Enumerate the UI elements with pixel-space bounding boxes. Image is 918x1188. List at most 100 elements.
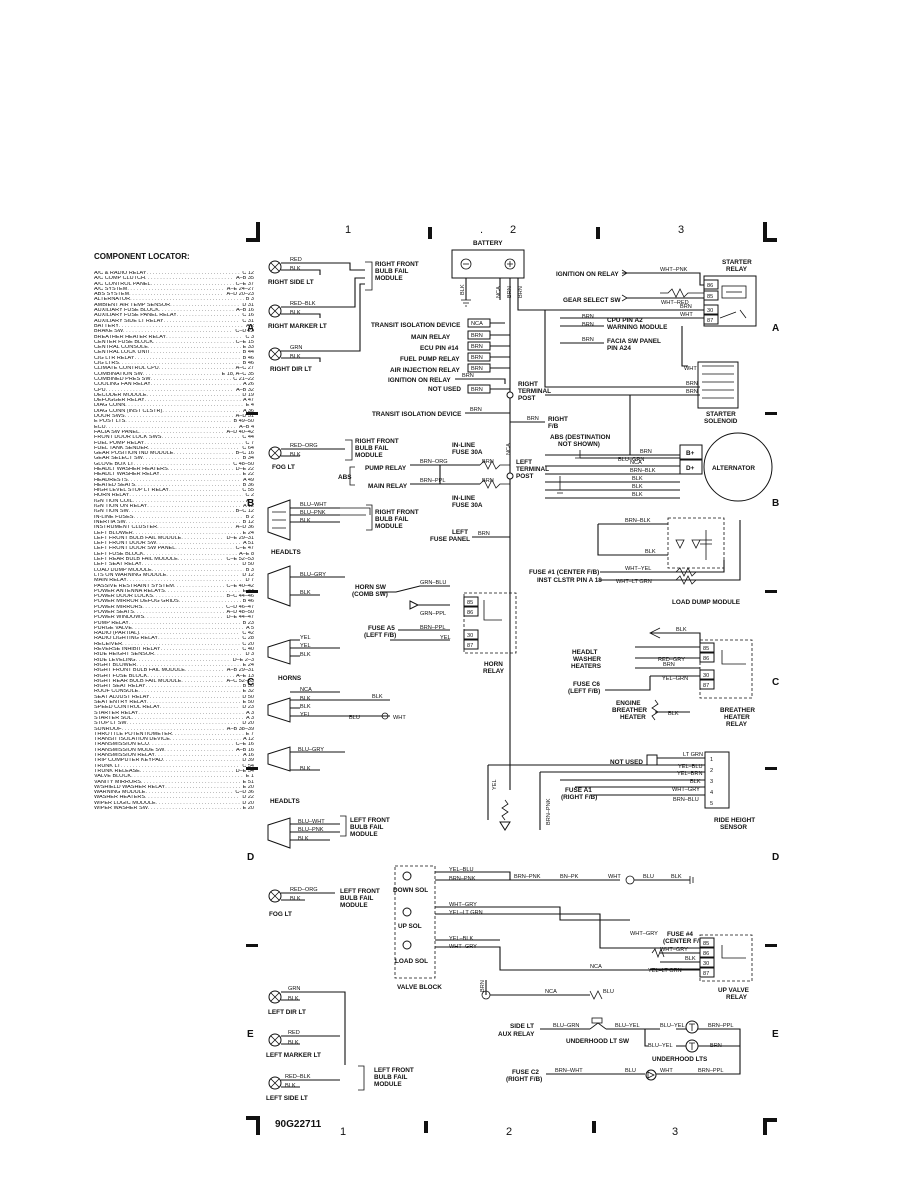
wire-blk: BLK xyxy=(671,874,682,880)
fog-lt-2-label: FOG LT xyxy=(269,911,292,918)
wire-wht-red: WHT–RED xyxy=(661,300,689,306)
wire-yel-brn: YEL–BRN xyxy=(677,771,703,777)
wire-wht-pnk: WHT–PNK xyxy=(660,267,688,273)
locator-entry-name: LEFT BLOWER xyxy=(94,530,133,536)
locator-entry: RIGHT BLOWERE 24 xyxy=(94,663,254,668)
horn-relay-1: HORN xyxy=(484,661,503,668)
svg-text:3: 3 xyxy=(710,779,713,785)
locator-entry-name: HEADLT WASHER RELAY xyxy=(94,472,160,478)
horn-icon xyxy=(267,639,291,665)
locator-entry-ref: C–D 36 xyxy=(235,790,254,796)
right-side-lt-label: RIGHT SIDE LT xyxy=(268,279,314,286)
wire-brn: BRN xyxy=(507,286,513,298)
locator-entry-name: RIGHT FUSE BLOCK xyxy=(94,673,148,679)
locator-entry-ref: A–D 36 xyxy=(235,525,254,531)
locator-entry: ECUA–B 4 xyxy=(94,425,254,430)
locator-entry-ref: A 12 xyxy=(242,504,254,510)
locator-entry: ABS SYSTEMA–D 20–23 xyxy=(94,292,254,297)
right-fb-2: F/B xyxy=(548,423,559,430)
row-label-left-b: B xyxy=(247,498,254,509)
locator-entry-ref: B 44 xyxy=(242,350,254,356)
locator-entry: SEAT ADJUST RELAY D 50 xyxy=(94,695,254,700)
locator-entry: POWER MIRROR DEFOG GRIDSB 46 xyxy=(94,599,254,604)
rf-bulb-fail-label-2: BULB FAIL xyxy=(375,516,408,523)
wire-wht: WHT xyxy=(660,1068,673,1074)
locator-entry-name: HORN RELAY xyxy=(94,493,130,499)
row-label-left-d: D xyxy=(247,852,254,863)
locator-entry-ref: C–E 15 xyxy=(235,339,254,345)
rf-bulb-fail-label-3: MODULE xyxy=(355,452,383,459)
svg-text:86: 86 xyxy=(703,656,709,662)
locator-entry: BATTERYA 2 xyxy=(94,324,254,329)
left-side-lt-label: LEFT SIDE LT xyxy=(266,1095,308,1102)
breather-relay-1: BREATHER xyxy=(720,707,755,714)
locator-entry: LEFT BLOWER E 24 xyxy=(94,531,254,536)
locator-entry-name: WIPER WASHER SW xyxy=(94,805,148,811)
locator-entry: FACIA SW PANELA–D 40–42 xyxy=(94,430,254,435)
wire-red-gry: RED–GRY xyxy=(658,657,685,663)
locator-entry: WARNING MODULEC–D 36 xyxy=(94,790,254,795)
wire-wht: WHT xyxy=(680,312,693,318)
locator-entry-name: SEAT ADJUST RELAY xyxy=(94,694,150,700)
locator-entry-name: GEAR POSITION IND MODULE xyxy=(94,451,174,457)
locator-entry: RADIO (PARTIAL)C 42 xyxy=(94,631,254,636)
locator-entry-ref: A 36 xyxy=(242,408,254,414)
headlts-label: HEADLTS xyxy=(271,549,301,556)
wire-red-blk: RED–BLK xyxy=(290,301,316,307)
locator-entry: STOP LT SWD 20 xyxy=(94,721,254,726)
locator-entry-name: TRANSMISSION MODE SW xyxy=(94,747,165,753)
starter-relay-label-2: RELAY xyxy=(726,266,748,273)
wire-wht-yel: WHT–YEL xyxy=(625,566,651,572)
fuse-a1-1: FUSE A1 xyxy=(565,787,592,794)
headlts-2-label: HEADLTS xyxy=(270,798,300,805)
load-sol-label: LOAD SOL xyxy=(395,958,428,965)
wire-brn: BRN xyxy=(686,381,698,387)
load-dump-label: LOAD DUMP MODULE xyxy=(672,599,741,606)
locator-entry: AUXILIARY FUSE BLOCKA–B 16 xyxy=(94,308,254,313)
svg-text:86: 86 xyxy=(703,951,709,957)
locator-entry-ref: A–E 8 xyxy=(239,551,254,557)
locator-entry-ref: C 3 xyxy=(245,334,254,340)
inline-fuse-2b: FUSE 30A xyxy=(452,502,483,509)
alternator-group: ABS (DESTINATION NOT SHOWN) BRN BLU–GRN … xyxy=(529,432,773,606)
lf-bulb2-1: LEFT FRONT xyxy=(340,888,380,895)
inline-fuse-1a: IN-LINE xyxy=(452,442,476,449)
right-marker-lt-label: RIGHT MARKER LT xyxy=(268,323,327,330)
col-label-bottom-1: 1 xyxy=(340,1126,346,1138)
rf-bulb-fail-label-1: RIGHT FRONT xyxy=(375,261,419,268)
fog-abs-group: FOG LT RED–ORG BLK RIGHT FRONT BULB FAIL… xyxy=(268,438,549,543)
wire-brn: BRN xyxy=(482,478,494,484)
locator-entry-ref: B–C 12 xyxy=(235,509,254,515)
locator-entry-ref: C 64 xyxy=(242,445,254,451)
locator-entry: COMBINED PRES SWC 21–22 xyxy=(94,377,254,382)
up-sol-label: UP SOL xyxy=(398,923,422,930)
cpu-pin-2: WARNING MODULE xyxy=(607,324,668,331)
locator-entry-ref: C 54 xyxy=(242,763,254,769)
locator-entry-name: CENTER FUSE BLOCK xyxy=(94,339,153,345)
row-label-right-a: A xyxy=(772,323,779,334)
locator-entry-ref: D 50 xyxy=(242,694,254,700)
locator-entry-ref: A–B 29–31 xyxy=(226,668,254,674)
wire-brn-blu: BRN–BLU xyxy=(673,797,699,803)
main-relay-label: MAIN RELAY xyxy=(411,334,451,341)
locator-entry: POWER ANTENNA RELAYSE 43 xyxy=(94,589,254,594)
locator-entry-ref: C–E 40–42 xyxy=(226,583,254,589)
wire-blk: BLK xyxy=(668,711,679,717)
wire-wht: WHT xyxy=(393,715,406,721)
locator-entry: RADIO LIGHTING RELAYC 28 xyxy=(94,636,254,641)
locator-entry-name: GLOVE BOX LT xyxy=(94,461,134,467)
wire-blu-yel: BLU–YEL xyxy=(615,1023,640,1029)
locator-entry-ref: B 23 xyxy=(242,620,254,626)
wire-blu: BLU xyxy=(349,715,360,721)
locator-entry-name: COMBINED PRES SW xyxy=(94,376,151,382)
locator-entry-ref: E 50 xyxy=(242,700,254,706)
locator-entry-leader xyxy=(148,806,241,811)
locator-entry-name: DOOR SWS xyxy=(94,414,125,420)
wire-brn: BRN xyxy=(480,980,486,992)
locator-entry-ref: E 4 xyxy=(245,403,254,409)
locator-entry-ref: A–B 35 xyxy=(235,276,254,282)
locator-entry-ref: E 24 xyxy=(242,530,254,536)
locator-entry-ref: C 42 xyxy=(242,631,254,637)
right-terminal-post-icon xyxy=(506,391,514,399)
